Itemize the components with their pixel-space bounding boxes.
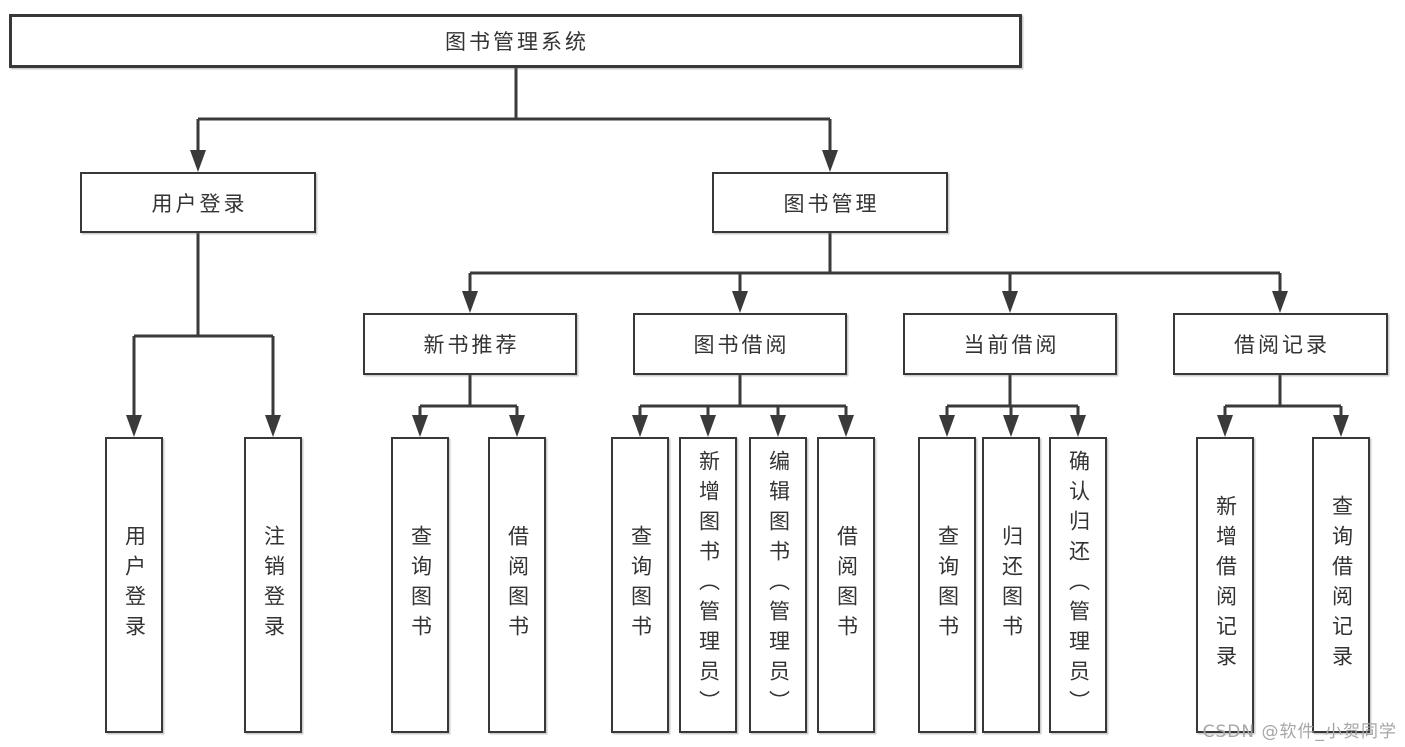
- node-label: 借阅图书: [505, 525, 530, 645]
- node-label: 用户登录: [151, 191, 248, 216]
- node-user-login: 用户登录: [80, 172, 316, 233]
- node-label: 查询借阅记录: [1329, 495, 1354, 675]
- node-label: 新增借阅记录: [1213, 495, 1238, 675]
- node-label: 当前借阅: [963, 333, 1060, 357]
- leaf-return-book: 归还图书: [982, 437, 1040, 733]
- node-new-book-recommend: 新书推荐: [363, 313, 577, 375]
- leaf-confirm-return-admin: 确认归还（管理员）: [1049, 437, 1107, 733]
- leaf-logout: 注销登录: [244, 437, 302, 733]
- node-book-management: 图书管理: [712, 172, 948, 233]
- node-label: 确认归还（管理员）: [1066, 450, 1091, 720]
- node-label: 新书推荐: [423, 333, 520, 357]
- node-label: 用户登录: [122, 525, 147, 645]
- tree-edges: [132, 68, 1343, 418]
- leaf-borrow-book-recommend: 借阅图书: [488, 437, 546, 733]
- node-book-borrowing: 图书借阅: [633, 313, 847, 375]
- leaf-query-book-borrow: 查询图书: [611, 437, 669, 733]
- node-current-borrowing: 当前借阅: [903, 313, 1117, 375]
- node-borrowing-records: 借阅记录: [1173, 313, 1388, 375]
- node-label: 查询图书: [408, 525, 433, 645]
- leaf-query-book-recommend: 查询图书: [391, 437, 449, 733]
- node-label: 借阅记录: [1234, 333, 1330, 357]
- leaf-borrow-book: 借阅图书: [817, 437, 875, 733]
- arrowheads: [126, 150, 1349, 437]
- leaf-add-book-admin: 新增图书（管理员）: [679, 437, 737, 733]
- leaf-user-login: 用户登录: [105, 437, 163, 733]
- node-label: 查询图书: [935, 525, 960, 645]
- node-label: 查询图书: [628, 525, 653, 645]
- node-label: 图书管理系统: [445, 30, 589, 54]
- node-label: 图书借阅: [693, 333, 790, 357]
- node-label: 编辑图书（管理员）: [766, 450, 791, 720]
- leaf-query-book-current: 查询图书: [918, 437, 976, 733]
- node-label: 注销登录: [261, 525, 286, 645]
- leaf-query-borrow-record: 查询借阅记录: [1312, 437, 1370, 733]
- node-label: 借阅图书: [834, 525, 859, 645]
- node-label: 归还图书: [999, 525, 1024, 645]
- csdn-watermark: CSDN @软件_小贺同学: [1202, 722, 1397, 742]
- node-label: 图书管理: [783, 191, 880, 216]
- node-label: 新增图书（管理员）: [696, 450, 721, 720]
- leaf-edit-book-admin: 编辑图书（管理员）: [749, 437, 807, 733]
- leaf-add-borrow-record: 新增借阅记录: [1196, 437, 1254, 733]
- node-library-management-system: 图书管理系统: [9, 14, 1022, 68]
